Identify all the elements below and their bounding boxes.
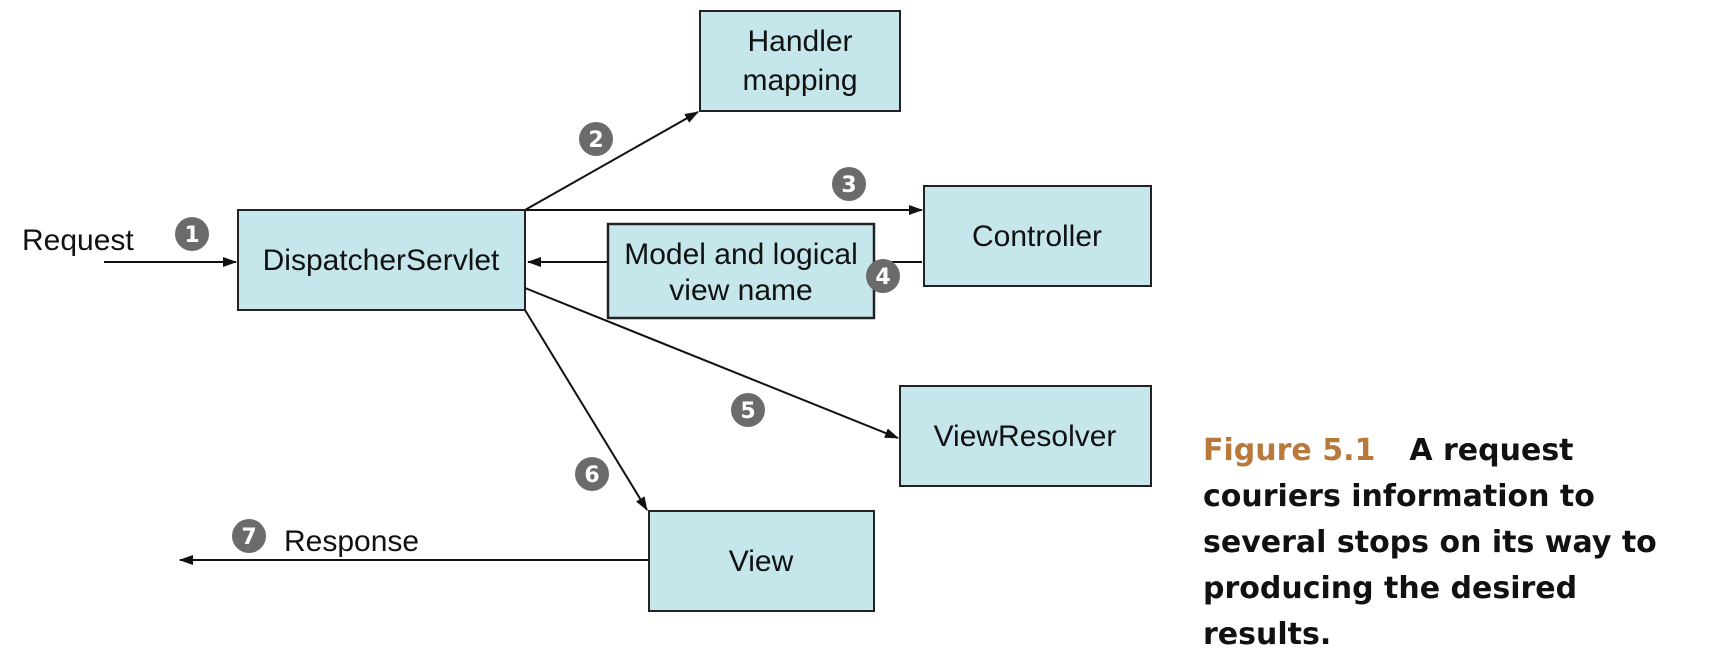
node-controller: Controller [923,185,1152,287]
model-view-label-line-2: view name [669,274,812,307]
step-badge-1: 1 [175,217,209,251]
step-badge-5: 5 [731,393,765,427]
node-view-resolver: ViewResolver [899,385,1152,487]
step-badge-2: 2 [579,122,613,156]
svg-text:4: 4 [875,265,890,290]
node-model-view-name: Model and logical view name [606,222,876,320]
svg-text:7: 7 [241,525,256,550]
handler-mapping-label-line-2: mapping [742,64,857,97]
step-badge-6: 6 [575,457,609,491]
diagram-stage: DispatcherServlet Handler mapping Contro… [22,10,1657,652]
request-label: Request [22,224,134,257]
flow-diagram: DispatcherServlet Handler mapping Contro… [22,10,1152,612]
figure-number: Figure 5.1 [1203,433,1376,468]
step-badge-7: 7 [232,519,266,553]
arrow-to-view-resolver [524,287,899,439]
dispatcher-servlet-label: DispatcherServlet [263,244,500,277]
node-view: View [648,510,875,612]
handler-mapping-label-line-1: Handler [747,25,852,58]
view-label: View [729,545,794,578]
view-resolver-label: ViewResolver [934,420,1117,453]
svg-text:6: 6 [584,463,599,488]
response-label: Response [284,525,419,558]
svg-text:2: 2 [588,128,603,153]
arrow-to-view [524,309,648,511]
node-handler-mapping: Handler mapping [699,10,901,112]
arrow-to-handler-mapping [524,111,699,211]
controller-label: Controller [972,220,1102,253]
svg-text:1: 1 [184,223,199,248]
model-view-label-line-1: Model and logical [624,238,857,271]
svg-text:3: 3 [841,173,856,198]
svg-text:5: 5 [740,399,755,424]
step-badge-3: 3 [832,167,866,201]
step-badge-4: 4 [866,259,900,293]
node-dispatcher-servlet: DispatcherServlet [237,209,526,311]
